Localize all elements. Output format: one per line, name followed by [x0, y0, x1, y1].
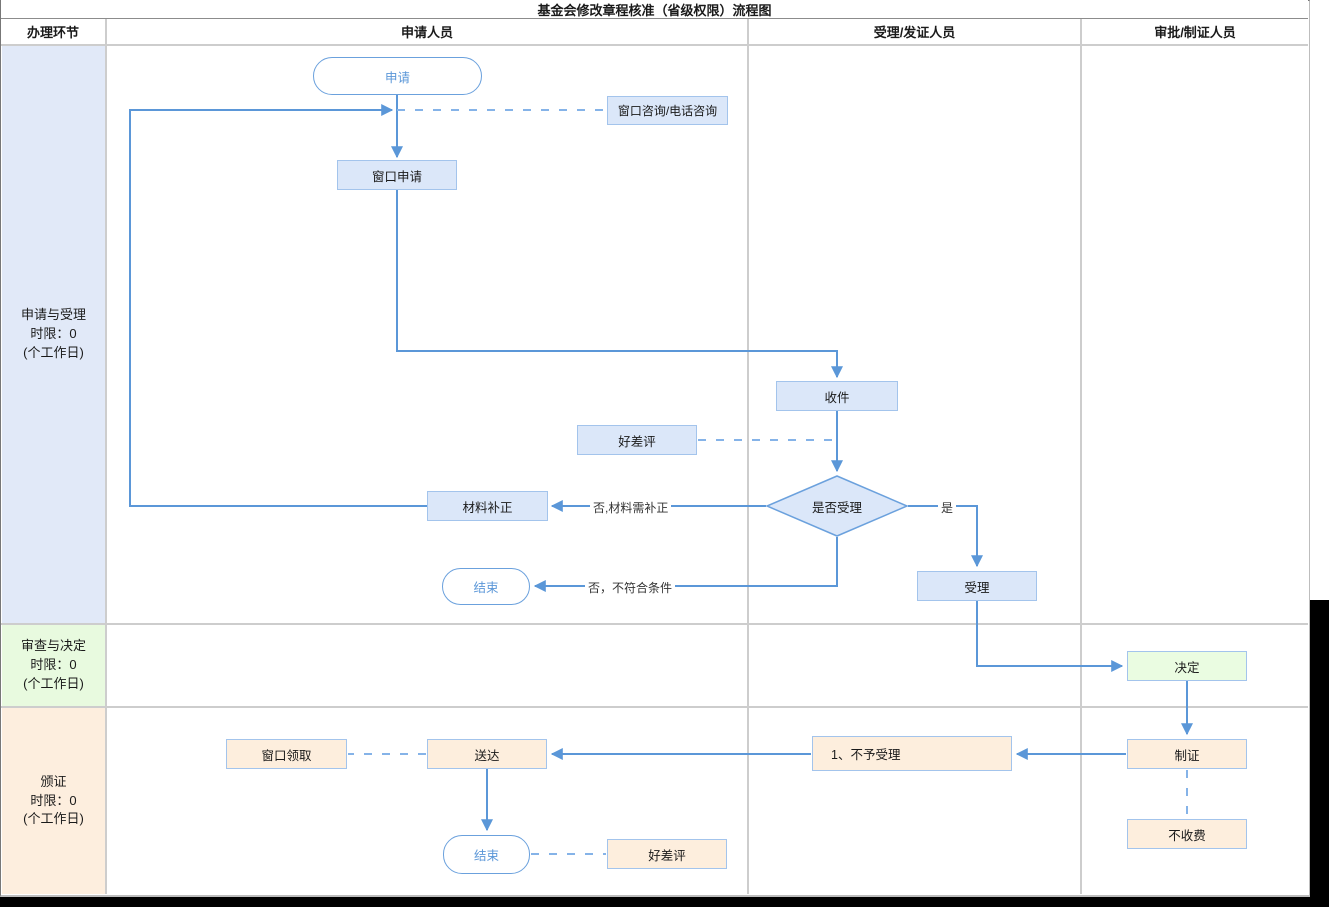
node-end-final-label: 结束	[473, 849, 499, 863]
column-header-applicant-text: 申请人员	[400, 25, 453, 40]
lane3-unit: (个工作日)	[23, 811, 84, 827]
decision-diamond-shape	[765, 475, 909, 537]
node-not-accept: 1、不予受理	[812, 736, 1012, 771]
edge-material-fix-loopback	[129, 104, 427, 507]
grid-vline-acceptance	[1080, 19, 1082, 894]
node-deliver-label: 送达	[474, 748, 500, 763]
node-rating-mid-label: 好差评	[618, 434, 656, 449]
lane3-limit: 时限：0	[30, 792, 77, 808]
node-rating-mid: 好差评	[577, 425, 697, 455]
node-rating-final: 好差评	[607, 839, 727, 869]
node-receive-label: 收件	[824, 390, 850, 405]
edge-label-no-unqualified: 否，不符合条件	[585, 578, 676, 597]
column-header-stage: 办理环节	[1, 19, 105, 46]
lane2-limit: 时限：0	[30, 657, 77, 673]
column-header-approval: 审批/制证人员	[1082, 19, 1308, 46]
edge-decision-to-accept	[908, 505, 983, 568]
node-start: 申请	[313, 57, 482, 95]
edge-label-no-unqualified-text: 否，不符合条件	[588, 581, 673, 595]
lane3-name: 颁证	[40, 773, 67, 789]
grid-hline-lane1	[1, 623, 1308, 625]
node-window-pickup: 窗口领取	[226, 739, 347, 769]
lane2-unit: (个工作日)	[23, 675, 84, 691]
page-title-text: 基金会修改章程核准（省级权限）流程图	[537, 2, 772, 18]
edge-accept-to-decide	[976, 601, 1124, 672]
column-header-acceptance-text: 受理/发证人员	[873, 25, 956, 40]
lane-label-review-decide: 审查与决定 时限：0 (个工作日)	[2, 625, 105, 706]
node-accept-label: 受理	[964, 580, 990, 595]
node-material-fix: 材料补正	[427, 491, 548, 521]
node-end-mid-label: 结束	[473, 581, 499, 595]
column-header-approval-text: 审批/制证人员	[1154, 25, 1236, 40]
node-deliver: 送达	[427, 739, 547, 769]
node-start-label: 申请	[384, 70, 410, 85]
node-window-pickup-label: 窗口领取	[261, 748, 312, 763]
node-decide: 决定	[1127, 651, 1247, 681]
page-background-right	[1310, 0, 1329, 600]
edge-label-no-need-fix: 否,材料需补正	[590, 498, 672, 517]
edge-label-no-need-fix-text: 否,材料需补正	[593, 501, 669, 515]
node-window-consult-label: 窗口咨询/电话咨询	[617, 104, 718, 118]
node-decision-accept-label: 是否受理	[811, 500, 862, 515]
column-header-stage-text: 办理环节	[26, 25, 79, 40]
column-header-applicant: 申请人员	[107, 19, 747, 46]
edge-window-apply-to-receive	[396, 190, 843, 379]
edge-label-yes: 是	[938, 498, 957, 517]
edge-label-yes-text: 是	[941, 501, 954, 515]
node-end-final: 结束	[443, 835, 530, 874]
lane1-name: 申请与受理	[20, 307, 86, 323]
lane2-name: 审查与决定	[20, 638, 86, 654]
node-no-fee-label: 不收费	[1168, 828, 1206, 843]
node-decision-accept: 是否受理	[767, 491, 907, 521]
lane1-unit: (个工作日)	[23, 344, 84, 360]
node-make-cert-label: 制证	[1174, 748, 1200, 763]
node-make-cert: 制证	[1127, 739, 1247, 769]
node-not-accept-label: 1、不予受理	[831, 748, 901, 762]
node-window-apply-label: 窗口申请	[371, 169, 422, 184]
node-rating-final-label: 好差评	[648, 848, 686, 863]
node-receive: 收件	[776, 381, 898, 411]
lane-label-apply-accept: 申请与受理 时限：0 (个工作日)	[2, 46, 105, 623]
node-no-fee: 不收费	[1127, 819, 1247, 849]
grid-vline-applicant	[747, 19, 749, 894]
node-window-apply: 窗口申请	[337, 160, 457, 190]
node-window-consult: 窗口咨询/电话咨询	[607, 96, 728, 125]
edge-decision-to-end-mid	[533, 537, 838, 592]
lane1-limit: 时限：0	[30, 326, 77, 342]
lane-label-certify: 颁证 时限：0 (个工作日)	[2, 708, 105, 894]
page-title: 基金会修改章程核准（省级权限）流程图	[1, 0, 1308, 19]
grid-hline-lane2	[1, 706, 1308, 708]
node-accept: 受理	[917, 571, 1037, 601]
grid-vline-stage	[105, 19, 107, 894]
node-decide-label: 决定	[1174, 660, 1200, 675]
column-header-acceptance: 受理/发证人员	[749, 19, 1080, 46]
node-material-fix-label: 材料补正	[462, 500, 513, 515]
node-end-mid: 结束	[442, 568, 530, 605]
